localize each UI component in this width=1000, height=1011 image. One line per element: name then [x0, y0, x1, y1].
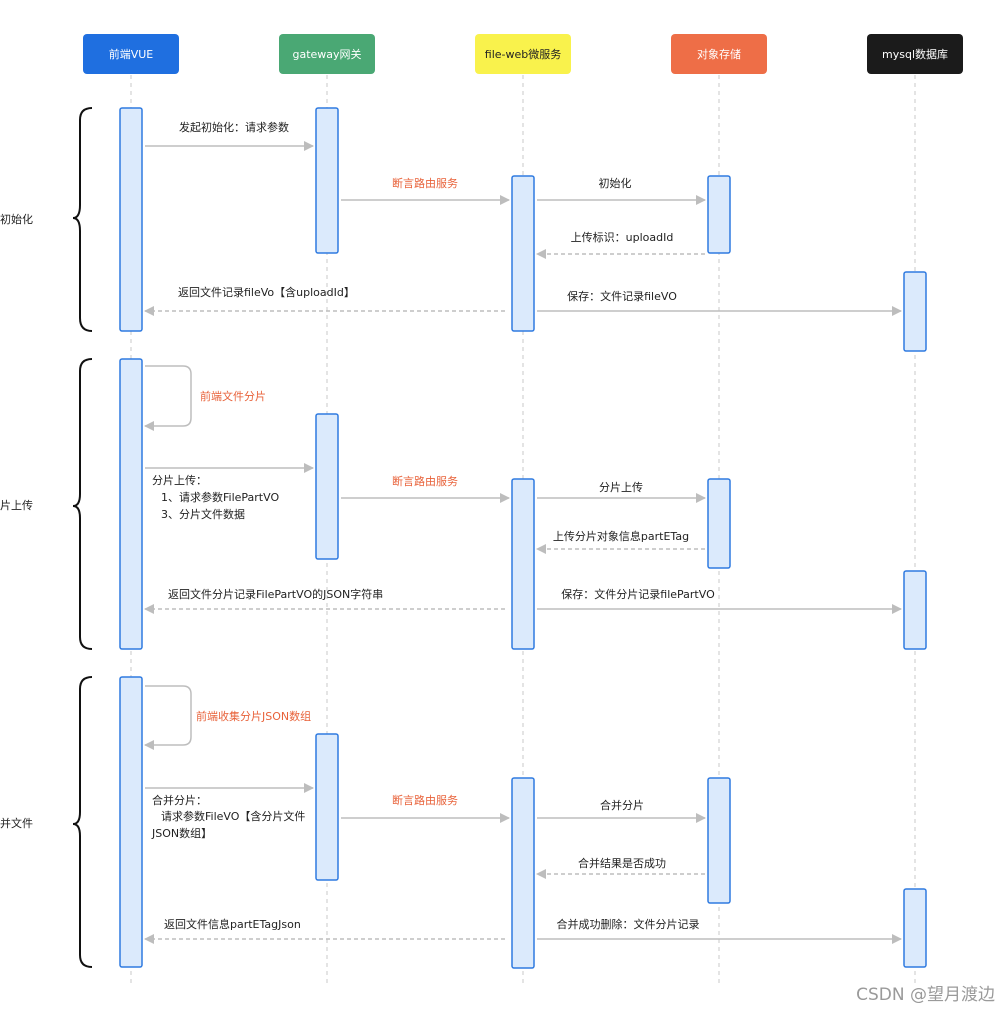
msg-merge-collect: 前端收集分片JSON数组	[196, 709, 311, 723]
section-merge-brace	[72, 676, 93, 968]
msg-part-route: 断言路由服务	[392, 474, 458, 488]
activation-frontend-part	[119, 358, 143, 650]
activation-gateway-part	[315, 413, 339, 560]
msg-part-storage: 分片上传	[599, 481, 643, 494]
activation-storage-part	[707, 478, 731, 569]
section-part-upload: 分片上传	[0, 358, 93, 650]
activation-frontend-init	[119, 107, 143, 332]
activation-fileweb-init	[511, 175, 535, 332]
msg-init-save: 保存：文件记录fileVO	[567, 289, 677, 303]
msg-init-route: 断言路由服务	[392, 176, 458, 190]
msg-merge-return: 返回文件信息partETagJson	[164, 917, 301, 931]
activation-fileweb-part	[511, 478, 535, 650]
activation-gateway-merge	[315, 733, 339, 881]
activation-bars	[119, 107, 927, 969]
msg-merge-request-line2: 请求参数FileVO【含分片文件	[161, 809, 305, 823]
activation-mysql-init	[903, 271, 927, 352]
participant-gateway-label: gateway网关	[292, 47, 361, 61]
msg-merge-route: 断言路由服务	[392, 793, 458, 807]
activation-mysql-part	[903, 570, 927, 650]
participant-fileweb-box	[475, 34, 571, 74]
section-init-label: 初始化	[0, 212, 33, 226]
msg-init-request: 发起初始化：请求参数	[179, 120, 289, 134]
msg-part-frontend-split: 前端文件分片	[200, 389, 266, 403]
section-init: 初始化	[0, 107, 93, 332]
section-merge-label: 合并文件	[0, 816, 33, 830]
section-part-upload-label: 分片上传	[0, 499, 33, 512]
messages-merge: 前端收集分片JSON数组 合并分片： 请求参数FileVO【含分片文件 JSON…	[144, 685, 902, 944]
section-merge: 合并文件	[0, 676, 93, 968]
msg-part-etag: 上传分片对象信息partETag	[553, 529, 689, 543]
participant-gateway-box	[279, 34, 375, 74]
participant-frontend-label: 前端VUE	[109, 47, 154, 61]
msg-merge-request-line3: JSON数组】	[151, 826, 212, 840]
arrow-part-self	[144, 365, 192, 431]
msg-merge-result: 合并结果是否成功	[578, 856, 666, 870]
participant-storage-box	[671, 34, 767, 74]
msg-merge-delete: 合并成功删除：文件分片记录	[557, 917, 700, 931]
msg-merge-storage: 合并分片	[600, 798, 644, 812]
msg-part-request-line2: 1、请求参数FilePartVO	[161, 490, 279, 504]
activation-storage-merge	[707, 777, 731, 904]
messages-part-upload: 前端文件分片 分片上传： 1、请求参数FilePartVO 3、分片文件数据 断…	[144, 365, 902, 614]
section-init-brace	[72, 107, 93, 332]
msg-part-request-line1: 分片上传：	[152, 474, 207, 487]
participant-frontend-box	[83, 34, 179, 74]
participant-gateway: gateway网关	[279, 34, 375, 74]
activation-fileweb-merge	[511, 777, 535, 969]
activation-frontend-merge	[119, 676, 143, 968]
msg-part-save: 保存：文件分片记录filePartVO	[561, 587, 715, 601]
arrow-merge-self	[144, 685, 192, 750]
msg-init-upload-id: 上传标识：uploadId	[571, 230, 674, 244]
participant-storage: 对象存储	[671, 34, 767, 74]
participant-frontend: 前端VUE	[83, 34, 179, 74]
participant-fileweb-label: file-web微服务	[485, 47, 561, 61]
participant-fileweb: file-web微服务	[475, 34, 571, 74]
participant-mysql-label: mysql数据库	[882, 47, 948, 61]
activation-storage-init	[707, 175, 731, 254]
msg-merge-request-line1: 合并分片：	[152, 793, 207, 807]
msg-part-request-line3: 3、分片文件数据	[161, 507, 245, 521]
activation-gateway-init	[315, 107, 339, 254]
section-part-upload-brace	[72, 358, 93, 650]
participant-mysql: mysql数据库	[867, 34, 963, 74]
msg-init-storage: 初始化	[599, 176, 632, 190]
activation-mysql-merge	[903, 888, 927, 968]
participant-storage-label: 对象存储	[697, 47, 741, 61]
participant-mysql-box	[867, 34, 963, 74]
msg-part-return: 返回文件分片记录FilePartVO的JSON字符串	[168, 587, 383, 601]
msg-init-return: 返回文件记录fileVo【含uploadId】	[178, 285, 355, 299]
watermark: CSDN @望月渡边	[856, 985, 995, 1005]
messages-init: 发起初始化：请求参数 断言路由服务 初始化 上传标识：uploadId 保存：文…	[144, 120, 902, 316]
